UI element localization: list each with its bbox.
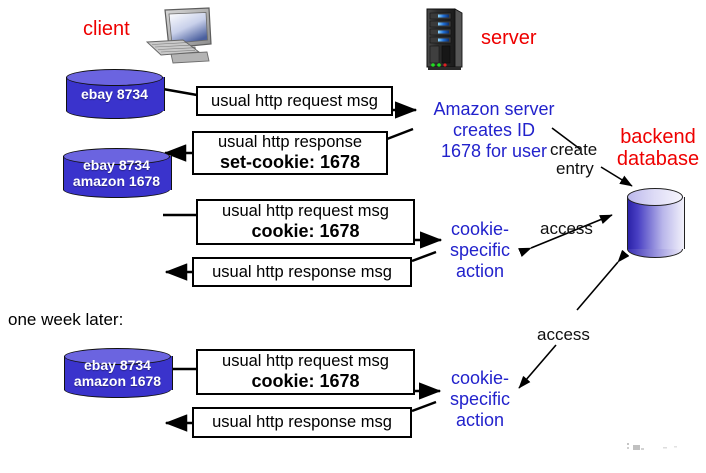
- message-box-3-line1: usual http request msg: [222, 202, 389, 220]
- message-box-2: usual http response set-cookie: 1678: [192, 131, 388, 175]
- desktop-computer-icon: [143, 6, 215, 68]
- db-cylinder-top: [627, 188, 683, 206]
- message-box-3: usual http request msg cookie: 1678: [196, 199, 415, 245]
- cylinder-top: [63, 148, 170, 165]
- scan-artifact: [623, 440, 683, 452]
- connector-server-to-msg4: [411, 250, 437, 263]
- amazon-annotation-line1: Amazon server: [433, 99, 555, 119]
- cookie-action-1-line1: cookie-: [450, 219, 510, 239]
- message-box-5: usual http request msg cookie: 1678: [196, 349, 415, 395]
- message-box-5-line1: usual http request msg: [222, 352, 389, 370]
- cookie-specific-action-2: cookie- specific action: [440, 368, 520, 431]
- message-box-2-line1: usual http response: [217, 133, 362, 151]
- connector-server-to-msg6: [411, 400, 437, 413]
- client-cookie-store-2: ebay 8734 amazon 1678: [63, 148, 172, 198]
- arrow-access-lower-to-action: [518, 344, 557, 389]
- cookie-store-3-line1: ebay 8734: [84, 357, 151, 373]
- message-box-4-line1: usual http response msg: [212, 262, 392, 281]
- server-tower-icon: [424, 6, 470, 72]
- backend-database-cylinder-icon: [627, 188, 685, 258]
- cookie-specific-action-1: cookie- specific action: [440, 219, 520, 282]
- cookie-action-2-line2: specific: [449, 389, 511, 409]
- message-box-1: usual http request msg: [196, 86, 393, 116]
- cookie-action-2-line1: cookie-: [450, 368, 510, 388]
- amazon-annotation-line2: creates ID: [452, 120, 536, 140]
- backend-label-line2: database: [616, 148, 700, 170]
- cookie-store-2-text: ebay 8734 amazon 1678: [63, 157, 170, 189]
- create-entry-label-line1: create: [550, 140, 598, 159]
- message-box-6-line1: usual http response msg: [212, 413, 392, 431]
- cylinder-top: [66, 69, 163, 86]
- cookie-store-3-text: ebay 8734 amazon 1678: [64, 357, 171, 389]
- backend-database-label: backend database: [612, 126, 704, 170]
- message-box-1-line1: usual http request msg: [211, 91, 378, 110]
- access-label-lower: access: [537, 325, 590, 344]
- client-label: client: [83, 18, 130, 40]
- cookie-action-1-line2: specific: [449, 240, 511, 260]
- cookie-store-3-line2: amazon 1678: [73, 373, 162, 389]
- cylinder-top: [64, 348, 171, 365]
- message-box-2-line2: set-cookie: 1678: [219, 152, 361, 172]
- message-box-3-line2: cookie: 1678: [251, 221, 360, 241]
- amazon-server-annotation: Amazon server creates ID 1678 for user: [418, 99, 570, 162]
- amazon-annotation-line3: 1678 for user: [440, 141, 548, 161]
- backend-label-line1: backend: [620, 126, 696, 148]
- message-box-4: usual http response msg: [192, 257, 412, 287]
- client-cookie-store-3: ebay 8734 amazon 1678: [64, 348, 173, 398]
- cookie-action-2-line3: action: [455, 410, 505, 430]
- connector-client-to-msg1: [162, 87, 198, 97]
- client-cookie-store-1: ebay 8734: [66, 69, 165, 119]
- cookie-store-1-text: ebay 8734: [81, 86, 148, 102]
- access-label-upper: access: [540, 219, 593, 238]
- message-box-5-line2: cookie: 1678: [251, 371, 360, 391]
- arrow-access-lower-upper-seg: [576, 249, 630, 311]
- connector-server-to-msg2: [386, 127, 414, 141]
- cookie-action-1-line3: action: [455, 261, 505, 281]
- cookie-store-2-line1: ebay 8734: [83, 157, 150, 173]
- message-box-6: usual http response msg: [192, 407, 412, 438]
- cookie-store-2-line2: amazon 1678: [72, 173, 161, 189]
- create-entry-label-line2: entry: [556, 159, 594, 178]
- server-label: server: [481, 27, 537, 49]
- one-week-later-note: one week later:: [8, 310, 124, 329]
